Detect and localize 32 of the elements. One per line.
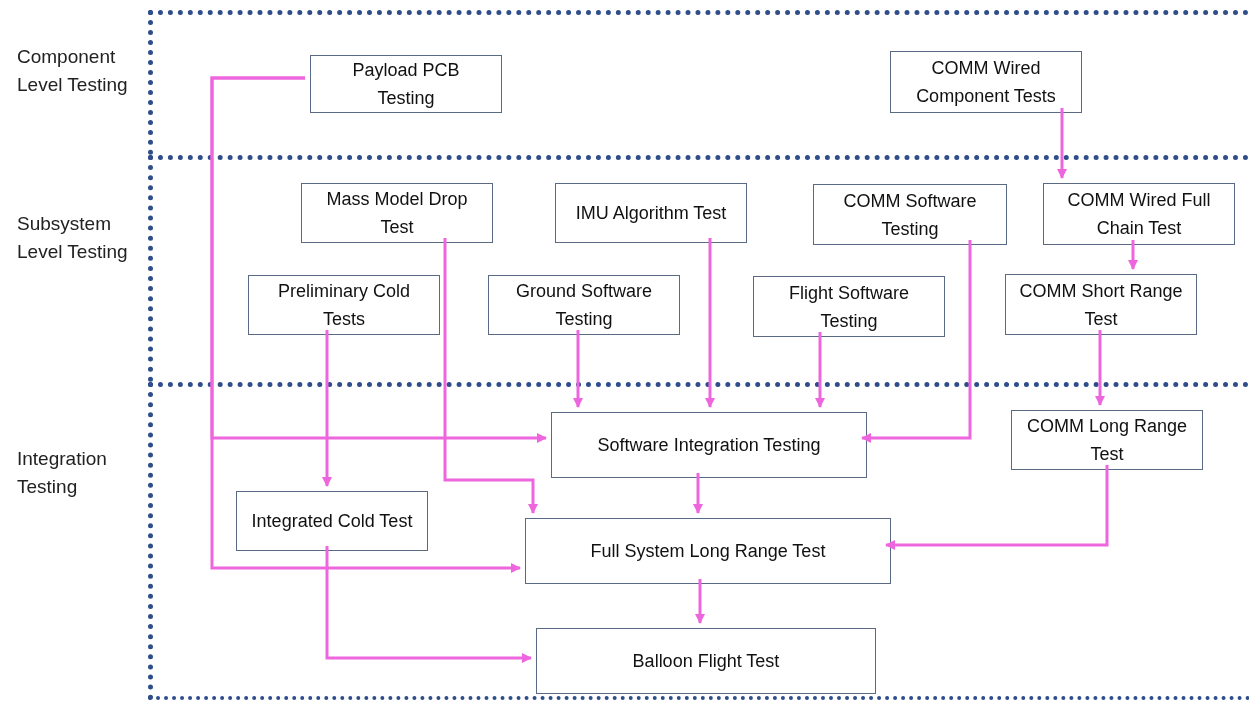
- arrow: [1057, 108, 1067, 179]
- arrow: [861, 240, 972, 443]
- test-box: Payload PCB Testing: [310, 55, 502, 113]
- arrow: [885, 465, 1109, 550]
- test-box: Ground Software Testing: [488, 275, 680, 335]
- arrow: [1095, 330, 1105, 406]
- arrow: [1128, 240, 1138, 270]
- test-box: COMM Wired Component Tests: [890, 51, 1082, 113]
- band-label: Integration Testing: [16, 447, 108, 499]
- arrow: [443, 238, 538, 514]
- arrow: [322, 330, 332, 487]
- test-box: Mass Model Drop Test: [301, 183, 493, 243]
- arrow: [815, 332, 825, 408]
- band-label: Subsystem Level Testing: [16, 212, 129, 264]
- test-box: IMU Algorithm Test: [555, 183, 747, 243]
- arrow: [705, 238, 715, 408]
- test-box: COMM Long Range Test: [1011, 410, 1203, 470]
- test-box: COMM Wired Full Chain Test: [1043, 183, 1235, 245]
- arrow: [573, 330, 583, 408]
- test-box: COMM Software Testing: [813, 184, 1007, 245]
- arrow: [695, 579, 705, 624]
- test-box: Full System Long Range Test: [525, 518, 891, 584]
- test-box: COMM Short Range Test: [1005, 274, 1197, 335]
- arrow: [693, 473, 703, 514]
- test-box: Flight Software Testing: [753, 276, 945, 337]
- test-box: Software Integration Testing: [551, 412, 867, 478]
- band-label: Component Level Testing: [16, 45, 129, 97]
- test-box: Integrated Cold Test: [236, 491, 428, 551]
- arrow: [325, 546, 532, 663]
- test-box: Preliminary Cold Tests: [248, 275, 440, 335]
- test-box: Balloon Flight Test: [536, 628, 876, 694]
- arrow: [210, 76, 521, 573]
